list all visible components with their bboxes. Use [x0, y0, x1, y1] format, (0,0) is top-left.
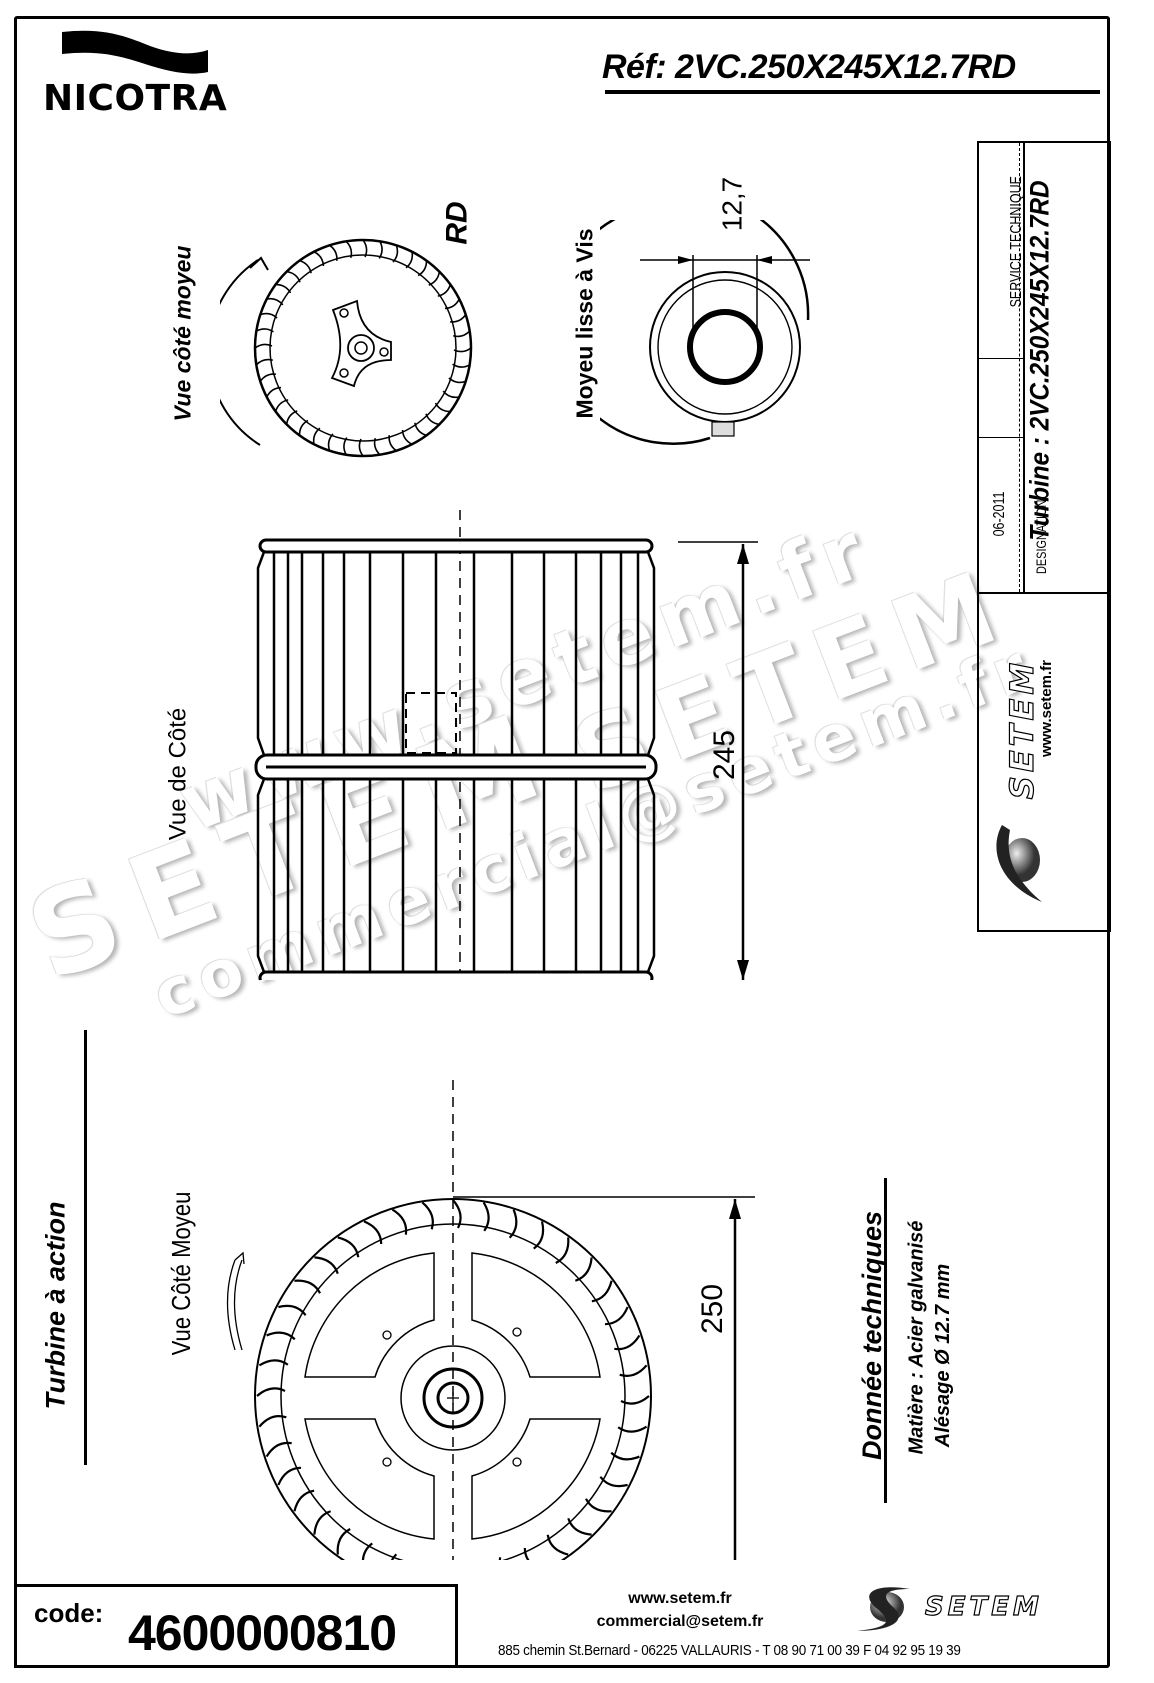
nicotra-wave-logo-icon — [62, 30, 208, 74]
view-label-hub-side: Vue côté moyeu — [169, 245, 196, 422]
view-label-side: Vue de Côté — [164, 707, 192, 841]
code-label: code: — [34, 1598, 104, 1628]
designation-value: Turbine : 2VC.250X245X12.7RD — [1024, 180, 1055, 541]
department-label: SERVICE TECHNIQUE — [1008, 176, 1025, 308]
footer-website[interactable]: www.setem.fr — [628, 1590, 732, 1607]
turbine-front-view-drawing — [226, 1080, 755, 1560]
section-title-rule — [84, 1030, 87, 1465]
tech-data-rule — [884, 1178, 887, 1503]
reference-title: Réf: 2VC.250X245X12.7RD — [602, 48, 1016, 86]
tech-data-material: Matière : Acier galvanisé — [905, 1220, 928, 1455]
title-block-divider — [977, 437, 1023, 438]
tech-data-bore: Alésage Ø 12.7 mm — [932, 1263, 955, 1448]
hub-bore-drawing — [600, 220, 810, 445]
code-box — [14, 1584, 458, 1668]
code-value: 4600000810 — [128, 1605, 397, 1661]
cartouche-setem-logo-text: SETEM — [1003, 658, 1042, 800]
reference-underline — [605, 90, 1100, 94]
setem-globe-logo-icon — [996, 825, 1042, 902]
height-dimension-label: 245 — [708, 729, 742, 781]
brand-name: NICOTRA — [43, 78, 228, 119]
title-block-divider — [977, 592, 1111, 594]
date-label: 06-2011 — [991, 491, 1008, 537]
cartouche-website: www.setem.fr — [1037, 660, 1055, 757]
footer-address: 885 chemin St.Bernard - 06225 VALLAURIS … — [498, 1643, 961, 1659]
footer-email[interactable]: commercial@setem.fr — [596, 1613, 764, 1630]
title-block-divider — [977, 358, 1023, 359]
title-block — [977, 141, 1111, 932]
turbine-hub-side-drawing — [220, 238, 473, 458]
title-block-dashed-divider — [1019, 143, 1020, 592]
title-block-divider — [1023, 141, 1025, 592]
section-title: Turbine à action — [40, 1201, 71, 1410]
diameter-dimension-label: 250 — [696, 1283, 730, 1335]
view-label-hub-front: Vue Côté Moyeu — [165, 1191, 196, 1356]
drawing-frame — [14, 16, 1110, 1668]
footer-setem-logo-text: SETEM — [924, 1591, 1043, 1622]
footer-setem-globe-icon — [857, 1587, 910, 1631]
turbine-side-view-drawing — [254, 510, 758, 980]
tech-data-title: Donnée techniques — [857, 1210, 888, 1461]
view-label-smooth-hub: Moyeu lisse à Vis — [571, 228, 598, 419]
